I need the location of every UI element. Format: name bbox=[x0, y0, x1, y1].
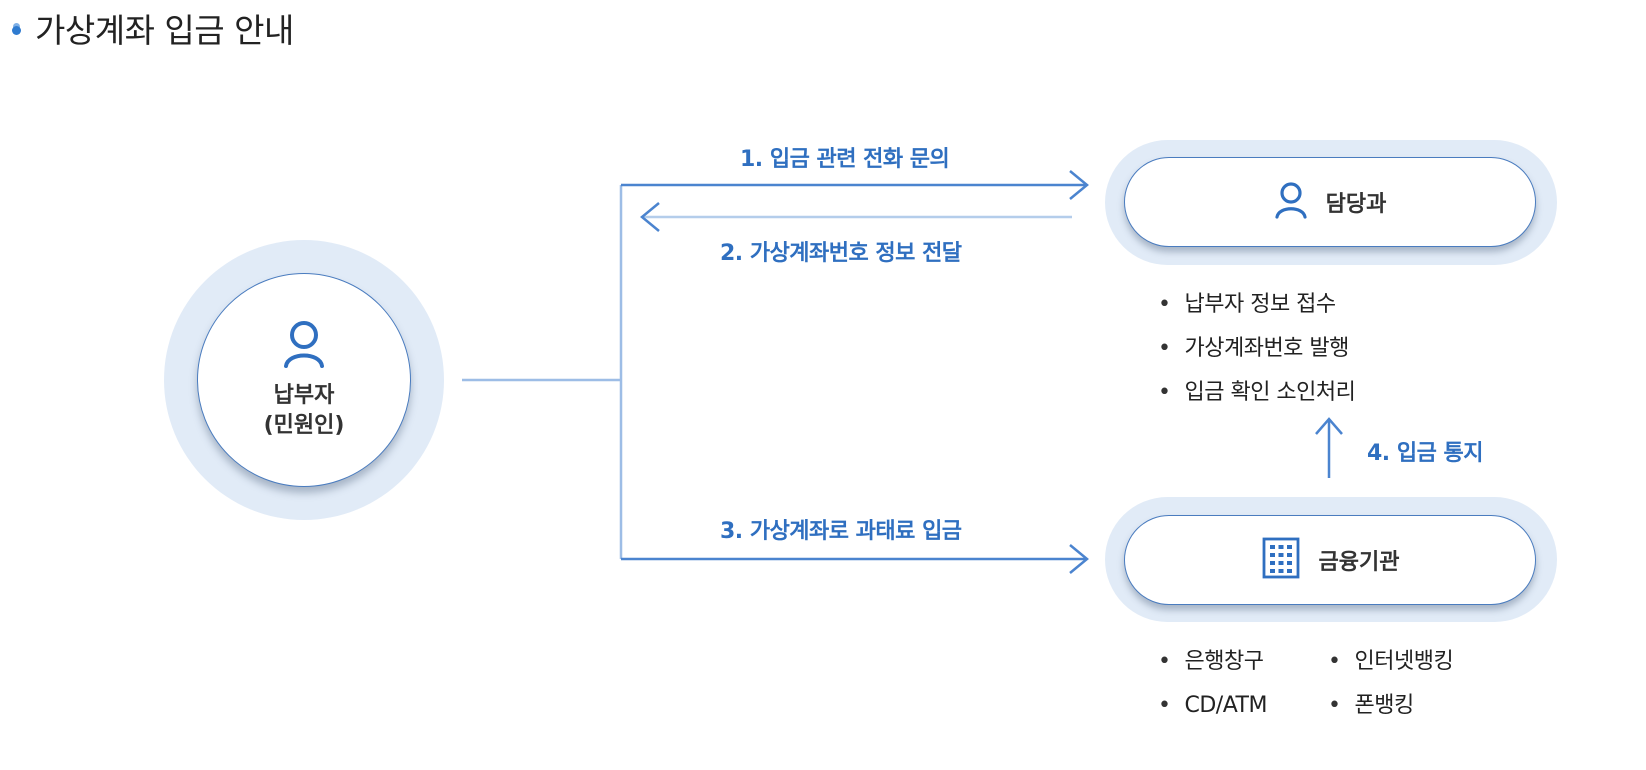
taxpayer-sublabel: (민원인) bbox=[263, 413, 345, 438]
page-title: 가상계좌 입금 안내 bbox=[35, 11, 294, 50]
user-icon bbox=[1274, 181, 1308, 223]
bank-channel-list-left: 은행창구 CD/ATM bbox=[1158, 640, 1267, 728]
list-item: 가상계좌번호 발행 bbox=[1158, 327, 1355, 371]
list-item: CD/ATM bbox=[1158, 684, 1267, 728]
department-task-list: 납부자 정보 접수 가상계좌번호 발행 입금 확인 소인처리 bbox=[1158, 283, 1355, 415]
bank-channel-list-right: 인터넷뱅킹 폰뱅킹 bbox=[1328, 640, 1453, 728]
list-item: 납부자 정보 접수 bbox=[1158, 283, 1355, 327]
step3-label: 3. 가상계좌로 과태료 입금 bbox=[720, 519, 962, 544]
list-item: 인터넷뱅킹 bbox=[1328, 640, 1453, 684]
taxpayer-label: 납부자 bbox=[273, 383, 335, 408]
bank-label: 금융기관 bbox=[1318, 550, 1400, 575]
bank-node: 금융기관 bbox=[1124, 515, 1536, 605]
bullet-dot-icon bbox=[12, 25, 21, 35]
step4-label: 4. 입금 통지 bbox=[1367, 441, 1483, 466]
department-label: 담당과 bbox=[1325, 192, 1387, 217]
step1-arrowhead-icon bbox=[1069, 170, 1089, 200]
step3-arrowhead-icon bbox=[1069, 544, 1089, 574]
user-icon bbox=[282, 319, 326, 373]
section-heading: 가상계좌 입금 안내 bbox=[12, 6, 294, 50]
step4-arrowhead-icon bbox=[1315, 417, 1343, 435]
list-item: 은행창구 bbox=[1158, 640, 1267, 684]
step1-label: 1. 입금 관련 전화 문의 bbox=[740, 147, 950, 172]
list-item: 입금 확인 소인처리 bbox=[1158, 371, 1355, 415]
taxpayer-node: 납부자 (민원인) bbox=[197, 273, 411, 487]
building-icon bbox=[1261, 537, 1301, 583]
step2-arrowhead-icon bbox=[640, 202, 660, 232]
step2-label: 2. 가상계좌번호 정보 전달 bbox=[720, 241, 962, 266]
list-item: 폰뱅킹 bbox=[1328, 684, 1453, 728]
department-node: 담당과 bbox=[1124, 157, 1536, 247]
